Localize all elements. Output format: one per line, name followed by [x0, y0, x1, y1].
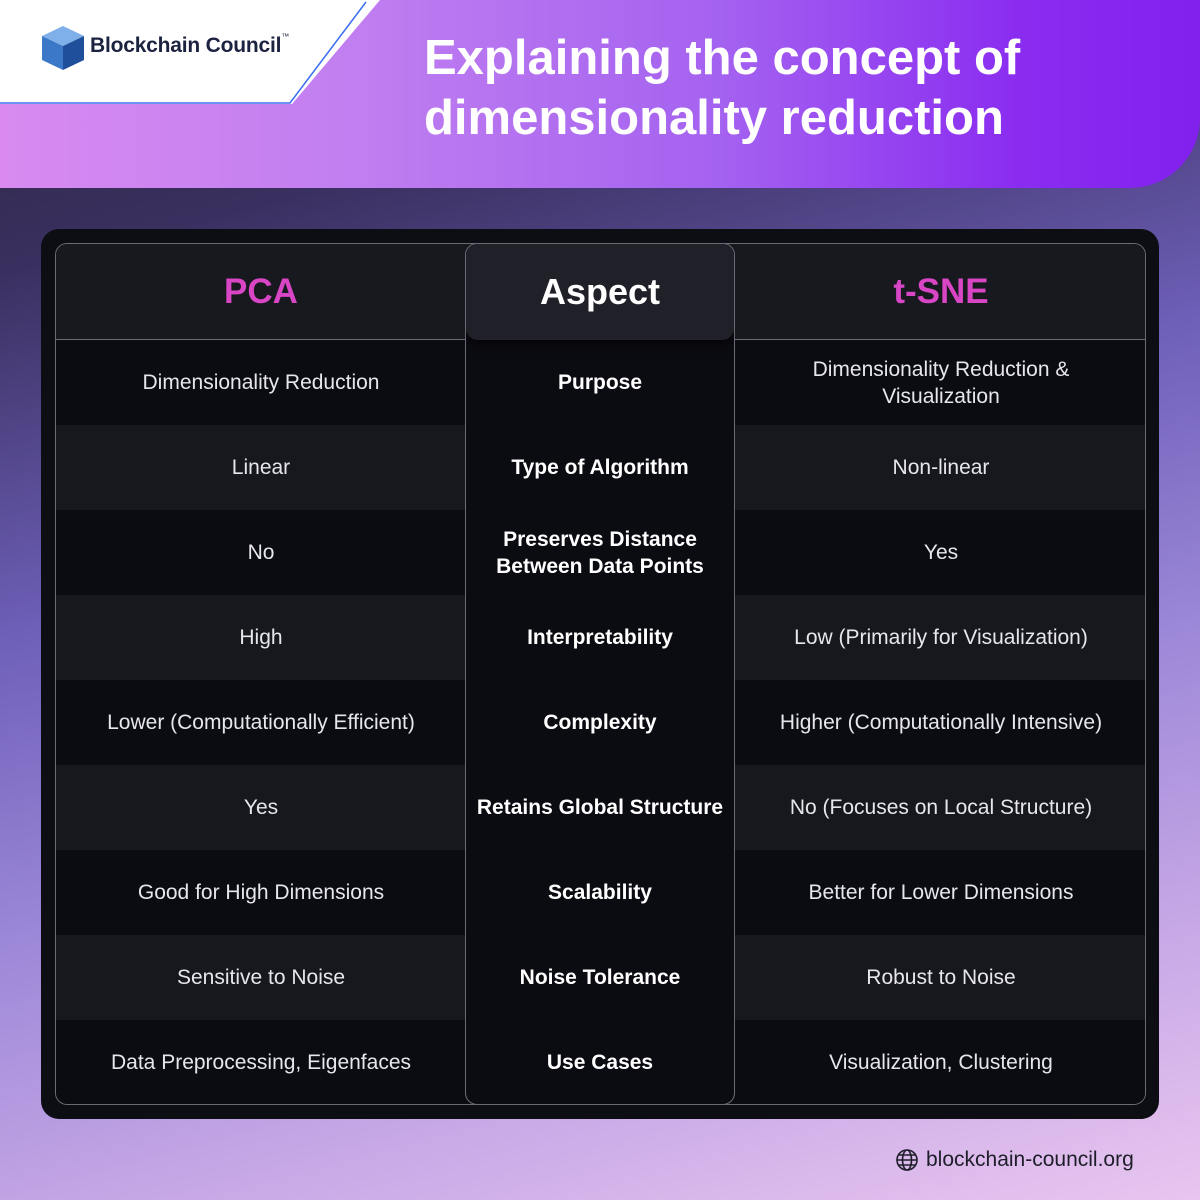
header-tsne: t-SNE: [893, 272, 989, 311]
pca-cell: Lower (Computationally Efficient): [107, 711, 415, 734]
pca-cell: Linear: [231, 456, 291, 479]
footer-url: blockchain-council.org: [926, 1148, 1134, 1171]
aspect-cell: Complexity: [543, 711, 657, 734]
aspect-cell: Interpretability: [527, 626, 673, 649]
page-title: Explaining the concept of dimensionality…: [424, 28, 1164, 148]
brand-name-text: Blockchain Council: [90, 34, 282, 57]
tsne-cell: Non-linear: [892, 456, 990, 479]
footer-link[interactable]: blockchain-council.org: [895, 1146, 1134, 1174]
trademark-symbol: ™: [281, 32, 290, 41]
tsne-cell: Higher (Computationally Intensive): [779, 711, 1103, 734]
aspect-cell: Noise Tolerance: [519, 966, 681, 989]
tsne-cell: Robust to Noise: [866, 966, 1016, 989]
tsne-cell: Yes: [923, 541, 959, 564]
pca-cell: Data Preprocessing, Eigenfaces: [111, 1051, 411, 1074]
pca-cell: Sensitive to Noise: [176, 966, 346, 989]
aspect-cell: Purpose: [557, 371, 643, 394]
pca-cell: Yes: [243, 796, 279, 819]
globe-icon: [896, 1149, 918, 1171]
header-pca: PCA: [224, 272, 298, 311]
brand-name[interactable]: Blockchain Council™: [90, 32, 290, 58]
pca-cell: High: [239, 626, 283, 649]
aspect-cell: Type of Algorithm: [511, 456, 689, 479]
aspect-cell: Use Cases: [546, 1051, 654, 1074]
tsne-cell: Better for Lower Dimensions: [808, 881, 1074, 904]
pca-cell: No: [247, 541, 275, 564]
aspect-cell: Preserves Distance Between Data Points: [496, 527, 704, 578]
pca-cell: Good for High Dimensions: [137, 881, 385, 904]
pca-cell: Dimensionality Reduction: [142, 371, 380, 394]
cube-icon: [42, 26, 84, 70]
header-aspect: Aspect: [466, 244, 734, 340]
title-line-2: dimensionality reduction: [424, 91, 1004, 145]
tsne-cell: Low (Primarily for Visualization): [794, 626, 1088, 649]
tsne-cell: Visualization, Clustering: [829, 1051, 1053, 1074]
aspect-cell: Retains Global Structure: [476, 796, 724, 819]
title-line-1: Explaining the concept of: [424, 31, 1021, 85]
aspect-cell: Scalability: [548, 881, 652, 904]
tsne-cell: Dimensionality Reduction & Visualization: [812, 357, 1070, 408]
tsne-cell: No (Focuses on Local Structure): [789, 796, 1093, 819]
